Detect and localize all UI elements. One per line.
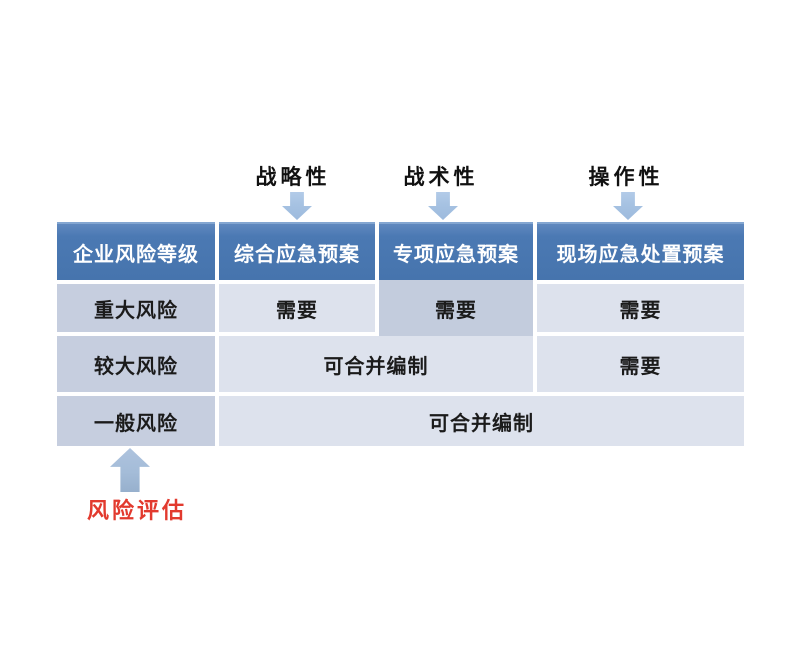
cell-larger-onsite: 需要 [537,336,744,392]
row-level-major-risk: 重大风险 [57,284,215,332]
up-arrow-icon [110,448,150,492]
header-cell-special-plan: 专项应急预案 [379,222,533,280]
risk-assessment-label: 风险评估 [86,498,187,524]
down-arrow-icon [613,192,643,220]
cell-major-special: 需要 [379,280,533,336]
down-arrow-icon [428,192,458,220]
header-cell-onsite-plan: 现场应急处置预案 [537,222,744,280]
label-strategic: 战略性 [255,164,331,189]
cell-major-onsite: 需要 [537,284,744,332]
cell-major-comprehensive: 需要 [219,284,375,332]
label-operational: 操作性 [588,164,664,189]
header-cell-comprehensive-plan: 综合应急预案 [219,222,375,280]
label-tactical: 战术性 [403,164,479,189]
cell-larger-merged: 可合并编制 [219,336,533,392]
row-level-larger-risk: 较大风险 [57,336,215,392]
row-level-general-risk: 一般风险 [57,396,215,446]
down-arrow-icon [282,192,312,220]
header-cell-risk-level: 企业风险等级 [57,222,215,280]
cell-general-merged: 可合并编制 [219,396,744,446]
risk-plan-table: 企业风险等级 综合应急预案 专项应急预案 现场应急处置预案 重大风险 需要 需要… [57,222,744,446]
